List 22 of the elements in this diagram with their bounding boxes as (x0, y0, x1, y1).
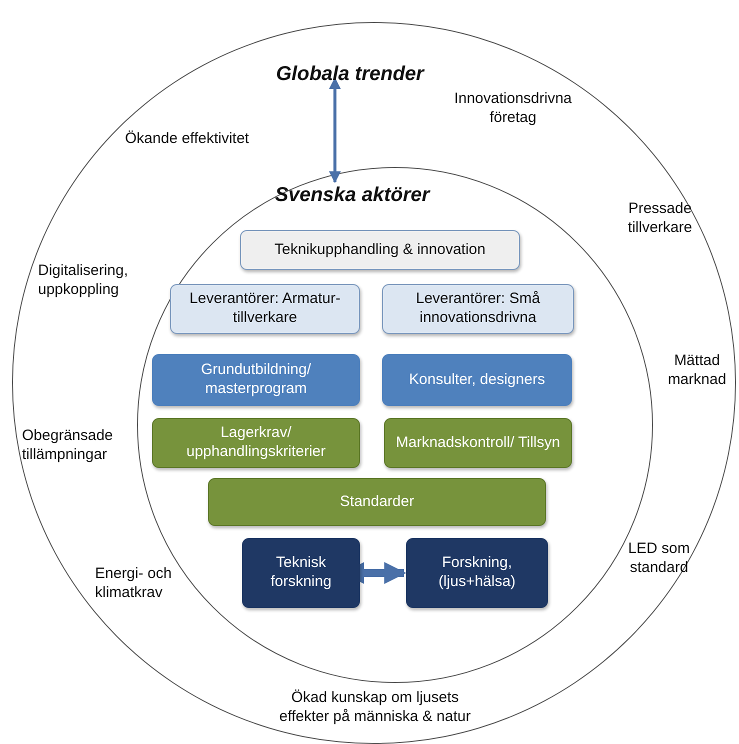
actor-box: Leverantörer: Små innovationsdrivna (382, 284, 574, 334)
actor-box: Standarder (208, 478, 546, 526)
circle-title: Svenska aktörer (275, 184, 430, 207)
actor-box: Grundutbildning/ masterprogram (152, 354, 360, 406)
trend-label: Pressade tillverkare (626, 200, 694, 238)
circle-region (12, 22, 736, 744)
double-arrow (328, 77, 341, 184)
trend-label: Obegränsade tillämpningar (22, 427, 114, 464)
actor-box: Teknikupphandling & innovation (240, 230, 520, 270)
actor-box: Teknisk forskning (242, 538, 360, 608)
actor-box: Marknadskontroll/ Tillsyn (384, 418, 572, 468)
circle-title: Globala trender (276, 63, 424, 86)
trend-label: Energi- och klimatkrav (95, 565, 173, 602)
trend-label: Innovationsdrivna företag (453, 90, 573, 128)
trend-label: Ökande effektivitet (125, 130, 249, 149)
actor-box: Leverantörer: Armatur-tillverkare (170, 284, 360, 334)
trend-label: Digitalisering, uppkoppling (38, 262, 130, 300)
trend-label: Ökad kunskap om ljusets effekter på människa & natur (278, 689, 472, 726)
actor-box: Forskning, (ljus+hälsa) (406, 538, 548, 608)
actor-box: Konsulter, designers (382, 354, 572, 406)
trend-label: Mättad marknad (666, 352, 728, 390)
actor-box: Lagerkrav/ upphandlingskriterier (152, 418, 360, 468)
